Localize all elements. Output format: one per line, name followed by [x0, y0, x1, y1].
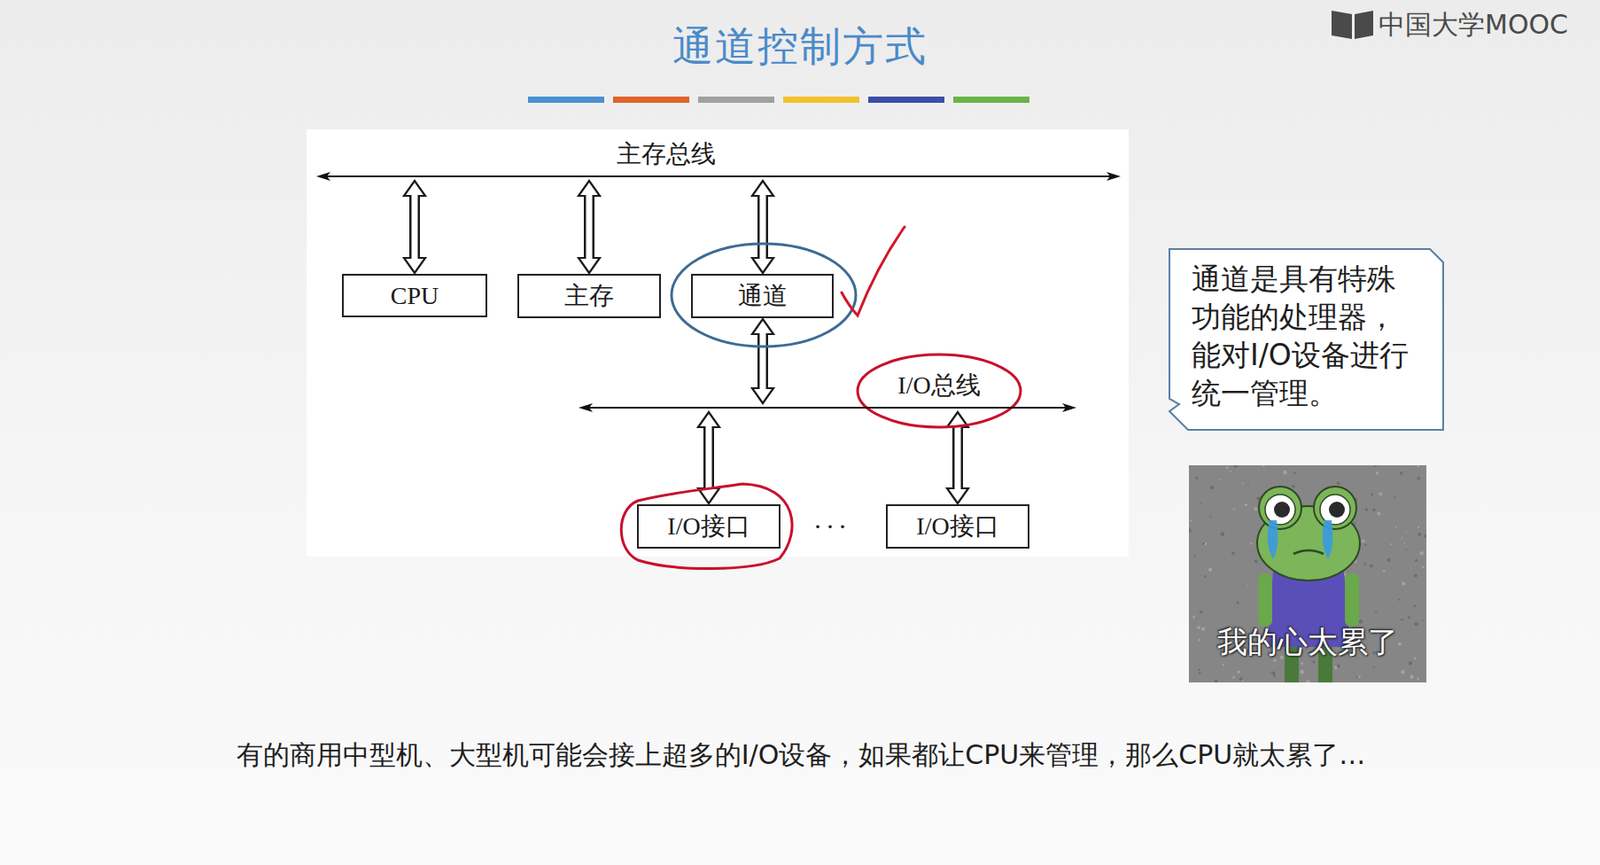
bus-line [316, 172, 1121, 180]
bus-band: I/O总线 [578, 403, 1077, 412]
process-box: 通道 [691, 273, 834, 319]
bus-line [578, 403, 1077, 412]
node-text: CPU [390, 281, 439, 311]
node-text: 主存 [564, 279, 614, 313]
highlight-circle [621, 483, 793, 569]
hollow-double-arrow [403, 180, 426, 273]
highlight-circle [857, 354, 1021, 428]
hollow-double-arrow [752, 180, 774, 273]
slide-title: 通道控制方式 [0, 19, 1600, 75]
node-text: I/O接口 [916, 509, 999, 544]
process-box: I/O接口 [885, 504, 1030, 549]
bus-band: 主存总线 [316, 172, 1121, 180]
highlight-ellipse [671, 243, 856, 347]
meme-caption: 我的心太累了 [1188, 621, 1427, 663]
watermark: 中国大学MOOC [1378, 7, 1569, 44]
slide-caption: 有的商用中型机、大型机可能会接上超多的I/O设备，如果都让CPU来管理，那么CP… [236, 737, 1367, 774]
color-bar [528, 96, 1030, 103]
process-box: 主存 [517, 273, 661, 319]
bus-label: I/O总线 [897, 368, 980, 403]
meme-picture: 我的心太累了 [1188, 465, 1427, 683]
process-box: I/O接口 [636, 504, 781, 549]
node-text: 通道是具有特殊功能的处理器，能对I/O设备进行统一管理。 [1168, 248, 1445, 428]
mooc-logo [1331, 10, 1374, 39]
ellipsis-dots: ··· [813, 511, 851, 542]
process-box: CPU [341, 273, 488, 318]
bus-label: 主存总线 [616, 137, 716, 171]
node-text: 通道 [737, 279, 788, 313]
check-mark [841, 226, 905, 316]
callout-note: 通道是具有特殊功能的处理器，能对I/O设备进行统一管理。 [1168, 248, 1445, 431]
node-text: I/O接口 [667, 509, 750, 544]
hollow-double-arrow [752, 318, 774, 404]
hollow-double-arrow [578, 180, 600, 273]
diagram-panel [306, 129, 1129, 557]
